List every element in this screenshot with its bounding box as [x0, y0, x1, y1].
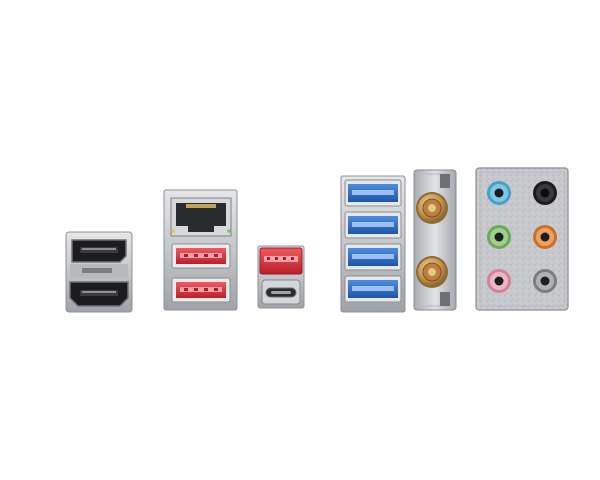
usb-a-blue-port	[344, 179, 402, 207]
usb-a-red-port	[171, 277, 231, 303]
audio-jack-pink	[487, 269, 511, 293]
antenna-connector	[416, 256, 448, 288]
audio-jack-orange	[533, 225, 557, 249]
usb-a-blue-port	[344, 211, 402, 239]
rj45-lan-port	[170, 197, 232, 237]
lan-usb-stack	[163, 189, 238, 311]
usb-a-red-port	[259, 247, 303, 275]
usb-c-port	[261, 279, 301, 305]
audio-jack-block	[475, 167, 569, 311]
usb-a-red-port	[171, 243, 231, 269]
audio-jack-gray	[533, 269, 557, 293]
audio-jack-blue	[487, 181, 511, 205]
wifi-antenna-bracket	[413, 169, 457, 311]
usb-a-blue-port	[344, 243, 402, 271]
hdmi-port	[69, 281, 129, 307]
usb-a-c-stack	[257, 245, 305, 309]
usb3-stack	[340, 175, 406, 313]
displayport-port	[71, 239, 127, 263]
antenna-connector	[416, 192, 448, 224]
audio-jack-green	[487, 225, 511, 249]
video-output-stack	[65, 231, 133, 313]
audio-jack-black	[533, 181, 557, 205]
usb-a-blue-port	[344, 275, 402, 303]
